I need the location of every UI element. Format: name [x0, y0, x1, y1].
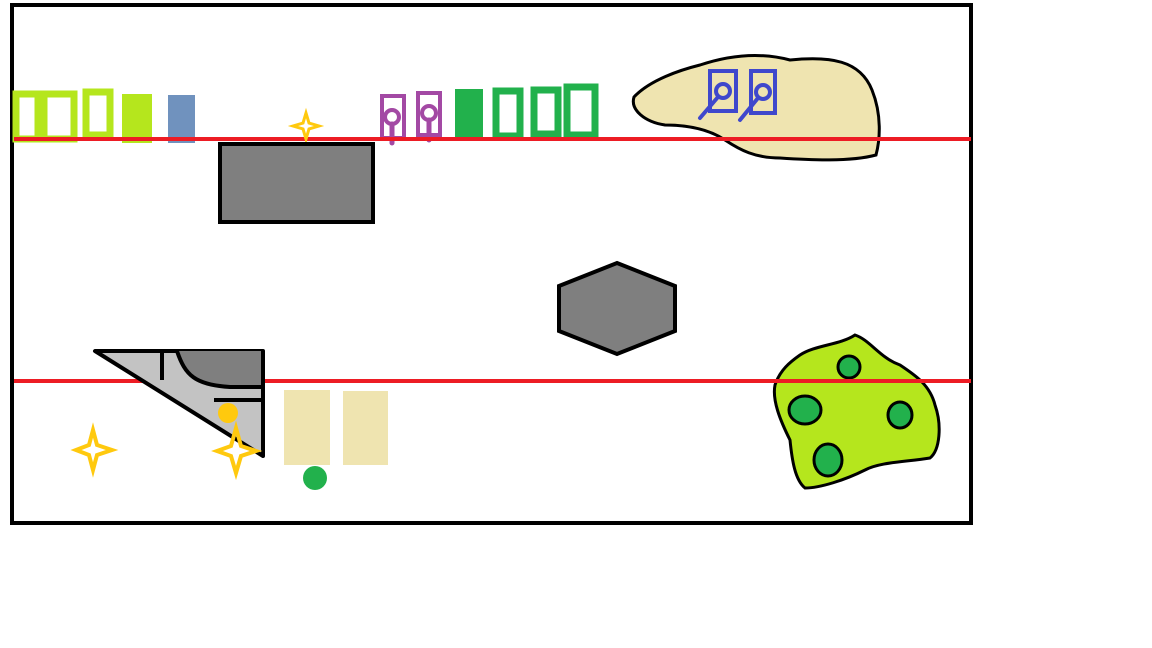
lime-block — [122, 94, 152, 143]
lime-crate — [82, 88, 114, 139]
sparkle-icon — [211, 420, 263, 481]
blue-block — [168, 95, 195, 143]
purple-door — [416, 91, 442, 143]
green-crate — [492, 87, 524, 140]
tree — [836, 354, 862, 380]
sand-pad — [284, 390, 330, 465]
sparkle-icon — [287, 107, 325, 145]
tree — [787, 394, 823, 426]
sparkle-icon — [70, 422, 119, 478]
green-block — [455, 89, 483, 137]
green-crate — [563, 83, 599, 139]
gem-icon — [303, 466, 327, 490]
ramp-structure — [93, 349, 265, 458]
coin-icon — [218, 403, 238, 423]
tree — [886, 400, 914, 430]
green-crate — [530, 86, 562, 138]
stone-block — [218, 142, 375, 224]
sand-area — [631, 53, 881, 162]
blue-door — [698, 69, 738, 120]
sand-pad — [343, 391, 388, 465]
blue-door — [738, 69, 777, 122]
hexagon-rock — [557, 260, 677, 357]
tree — [812, 442, 844, 478]
